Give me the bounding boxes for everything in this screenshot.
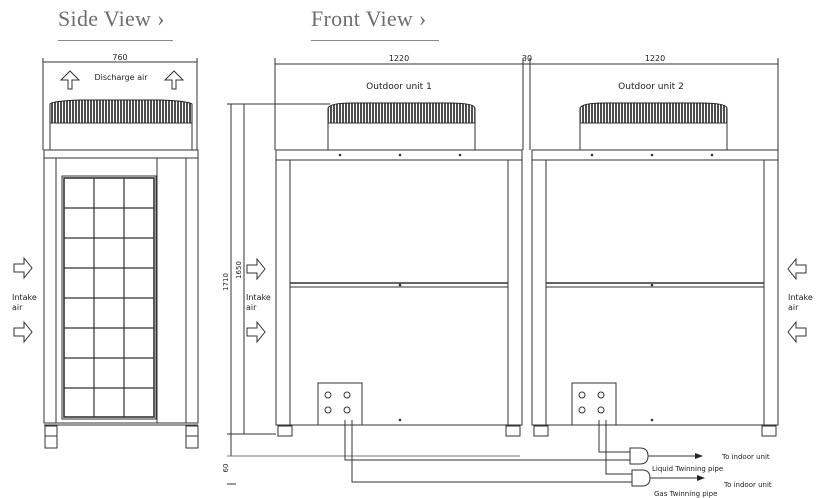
intake-label: Intake (12, 293, 37, 302)
fan-grille (49, 99, 193, 124)
front-view-title: Front View (311, 6, 414, 31)
side-view-link[interactable]: Side View › (58, 6, 165, 32)
unit2-label: Outdoor unit 2 (618, 82, 684, 92)
intake-arrow-icon (246, 257, 266, 281)
intake-arrow-icon (13, 256, 33, 280)
top-rail (531, 149, 779, 161)
intake-arrow-icon (787, 320, 807, 344)
discharge-label: Discharge air (94, 73, 148, 82)
chevron-right-icon: › (418, 6, 427, 31)
fan-grille (327, 102, 476, 124)
discharge-arrow-icon (59, 70, 81, 90)
gas-pipe-label: Gas Twinning pipe (654, 490, 717, 498)
side-view-title: Side View (58, 6, 152, 31)
gap-dim: 30 (522, 54, 532, 63)
unit2-width-dim: 1220 (645, 54, 665, 63)
side-view-underline (58, 40, 173, 41)
intake-label: Intake (788, 293, 813, 302)
gas-pipe (351, 420, 632, 483)
liquid-twinning-joint (629, 447, 649, 465)
intake-arrow-icon (13, 320, 33, 344)
side-cabinet (43, 157, 199, 424)
side-width-dim: 760 (112, 53, 127, 62)
chevron-right-icon: › (157, 6, 165, 31)
intake-arrow-icon (246, 320, 266, 344)
fan-grille (579, 102, 728, 124)
front-view-underline (311, 40, 439, 41)
unit1-cabinet (275, 159, 523, 426)
side-view-drawing (13, 58, 199, 449)
base-height-dim: 60 (222, 464, 230, 473)
intake-label: air (788, 303, 799, 312)
to-indoor-label: To indoor unit (723, 481, 772, 489)
pipe-connection-panel (317, 382, 363, 426)
to-indoor-label: To indoor unit (721, 453, 770, 461)
pipe-connection-panel (571, 382, 617, 426)
intake-label: air (12, 303, 23, 312)
body-height-dim: 1650 (235, 261, 243, 279)
gas-twinning-joint (631, 469, 651, 487)
intake-label: air (246, 303, 257, 312)
intake-arrow-icon (787, 257, 807, 281)
top-rail (43, 149, 199, 159)
total-height-dim: 1710 (222, 273, 230, 291)
front-view-drawing (227, 58, 807, 487)
unit2-cabinet (531, 159, 779, 426)
front-view-link[interactable]: Front View › (311, 6, 427, 32)
liquid-pipe (344, 420, 630, 461)
intake-label: Intake (246, 293, 271, 302)
unit1-label: Outdoor unit 1 (366, 82, 432, 92)
unit1-width-dim: 1220 (389, 54, 409, 63)
discharge-arrow-icon (163, 70, 185, 90)
liquid-pipe-label: Liquid Twinning pipe (652, 465, 723, 473)
